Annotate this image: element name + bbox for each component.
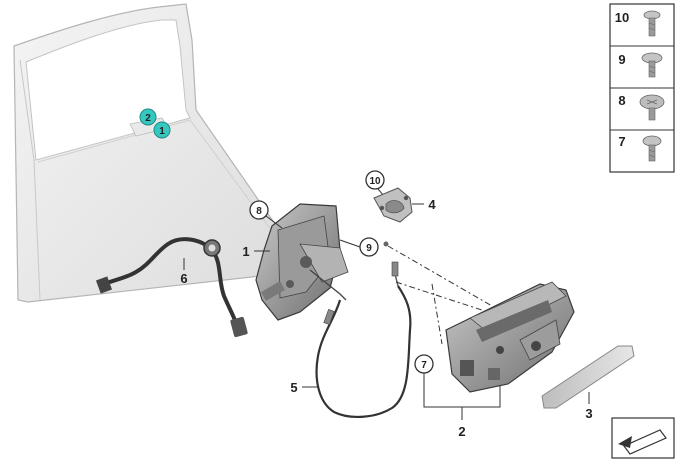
part-number: 8 <box>618 93 625 108</box>
assembly-dash-lines <box>387 245 493 345</box>
parts-table-row: 7 <box>618 134 662 162</box>
assembly-symbol-icon <box>611 417 675 459</box>
pan-head-screw-icon <box>639 94 665 121</box>
callout-label: 1 <box>159 126 165 137</box>
bowden-cable <box>315 241 412 418</box>
leader-line <box>265 215 283 229</box>
leader-line <box>339 239 361 248</box>
callout-striker-4: 4 <box>428 197 436 212</box>
callout-harness-6: 6 <box>180 271 187 286</box>
part-number: 10 <box>615 10 629 25</box>
callout-lock-1: 1 <box>242 244 249 259</box>
parts-table-row: 10 <box>615 10 661 37</box>
callout-handle-7: 7 <box>414 354 434 374</box>
wiring-harness <box>95 237 248 338</box>
parts-table: 10 9 8 7 <box>609 3 675 173</box>
part-number: 7 <box>618 134 625 149</box>
short-screw-icon <box>642 135 662 162</box>
callout-label: 2 <box>145 113 151 124</box>
callout-door-1: 1 <box>153 121 171 139</box>
callout-label: 9 <box>366 243 372 254</box>
callout-door-2: 2 <box>139 108 157 126</box>
callout-handle-2: 2 <box>458 424 465 439</box>
callout-cable-5: 5 <box>290 380 297 395</box>
torx-screw-long-icon <box>643 10 661 37</box>
callout-cover-3: 3 <box>585 406 592 421</box>
part-number: 9 <box>618 52 625 67</box>
handle-carrier <box>445 281 575 393</box>
striker <box>373 187 413 223</box>
rear-door <box>13 3 301 303</box>
callout-screw-9: 9 <box>359 237 379 257</box>
flange-screw-icon <box>641 52 663 78</box>
parts-table-row: 9 <box>618 52 663 78</box>
callout-screw-8: 8 <box>249 200 269 220</box>
callout-label: 10 <box>369 176 381 187</box>
door-lock <box>255 203 349 321</box>
callout-label: 7 <box>421 360 427 371</box>
handle-cover <box>541 345 635 409</box>
callout-striker-10: 10 <box>365 170 385 190</box>
callout-label: 8 <box>256 206 262 217</box>
parts-table-row: 8 <box>618 93 665 121</box>
